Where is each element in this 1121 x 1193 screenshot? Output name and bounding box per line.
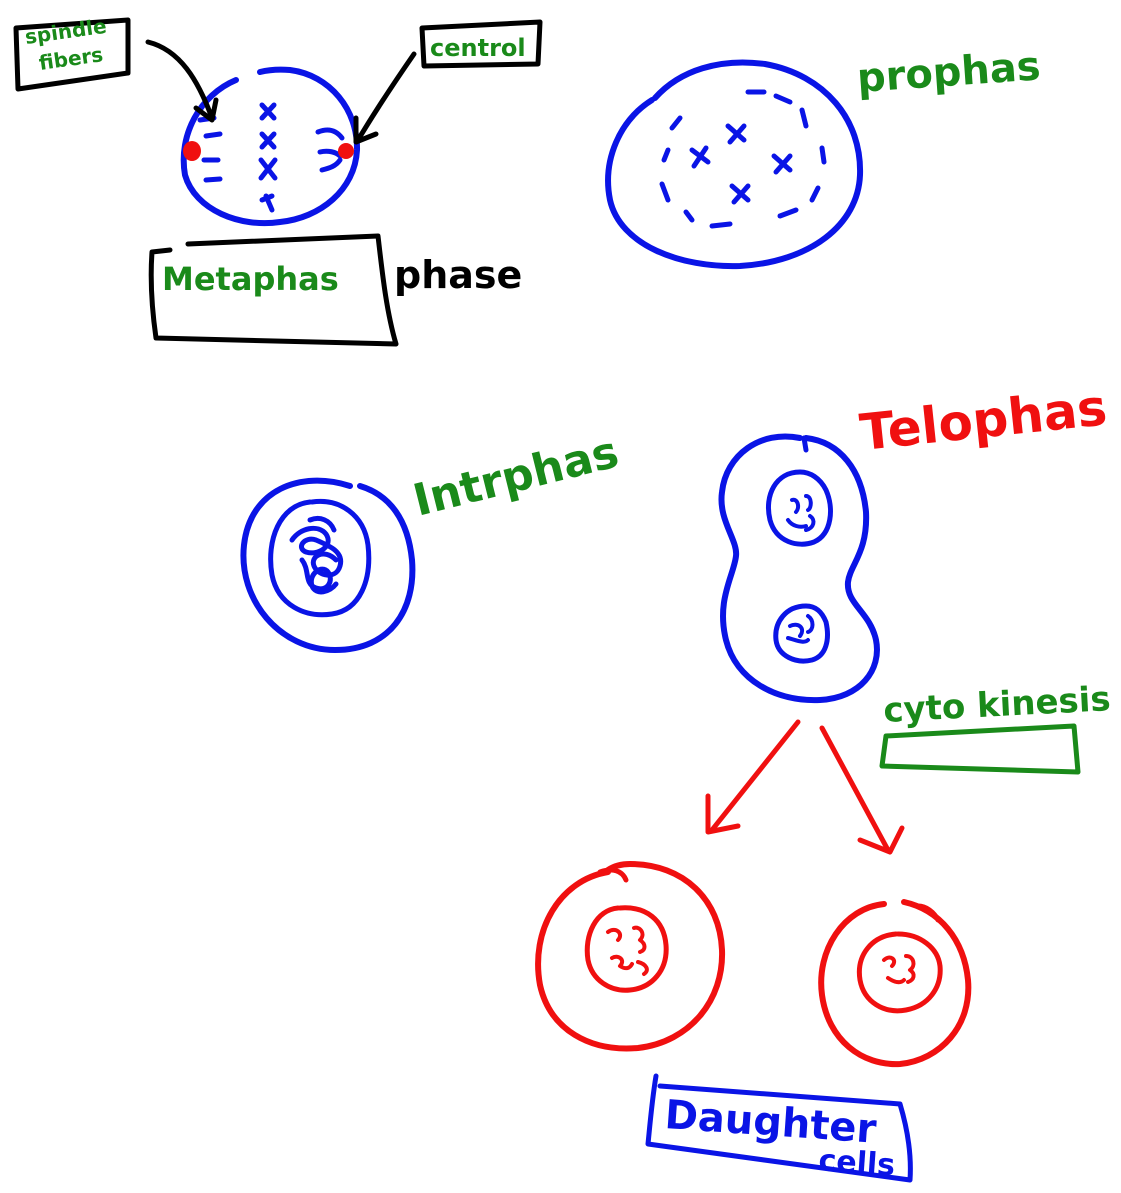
telophase-nucleus-top: [766, 469, 833, 547]
centriole-text: centrol: [430, 34, 526, 62]
telophase-chromatin-top: [786, 494, 816, 532]
metaphase-text: Metaphas: [162, 260, 339, 298]
prophase-text: prophas: [855, 43, 1042, 102]
daughter-cells-label: Daughter cells: [645, 1073, 913, 1183]
telophase-chromatin-bottom: [786, 614, 815, 644]
daughter-cells-text-line2: cells: [817, 1143, 896, 1183]
interphase-text: Intrphas: [408, 427, 623, 527]
spindle-fibers-left: [197, 115, 223, 183]
cytokinesis-label: cyto kinesis: [879, 679, 1112, 775]
metaphase-label: Metaphas phase: [148, 233, 522, 347]
interphase-chromatin: [289, 515, 344, 595]
daughter-chromatin-left: [606, 925, 649, 976]
cytokinesis-text: cyto kinesis: [882, 679, 1111, 731]
daughter-nucleus-right: [856, 931, 943, 1014]
telophase-nucleus-bottom: [773, 603, 830, 664]
prophase-nuclear-membrane: [659, 89, 827, 229]
daughter-nucleus-left: [584, 905, 669, 993]
centriole-left: [183, 141, 201, 161]
centriole-arrow: [353, 51, 417, 145]
daughter-arrow-right: [819, 725, 905, 855]
interphase-nucleus: [268, 498, 372, 618]
spindle-fibers-right: [315, 127, 345, 173]
centriole-right: [338, 143, 354, 159]
spindle-fibers-text-line2: fibers: [37, 42, 104, 75]
daughter-cell-right: [818, 899, 972, 1068]
daughter-arrow-left: [705, 719, 801, 835]
metaphase-cell: [180, 66, 361, 227]
telophase-text: Telophas: [857, 378, 1109, 462]
metaphase-chromosomes: [258, 102, 278, 213]
spindle-fibers-arrow: [145, 39, 219, 123]
centriole-label: centrol: [419, 19, 543, 69]
phase-text: phase: [394, 253, 522, 297]
prophase-chromosomes: [689, 123, 793, 205]
prophase-cell: [605, 59, 864, 270]
daughter-cell-left: [535, 861, 726, 1052]
spindle-fibers-label: spindle fibers: [13, 14, 131, 92]
daughter-chromatin-right: [882, 954, 916, 985]
interphase-cell: [240, 477, 416, 653]
telophase-cell: [718, 433, 880, 704]
